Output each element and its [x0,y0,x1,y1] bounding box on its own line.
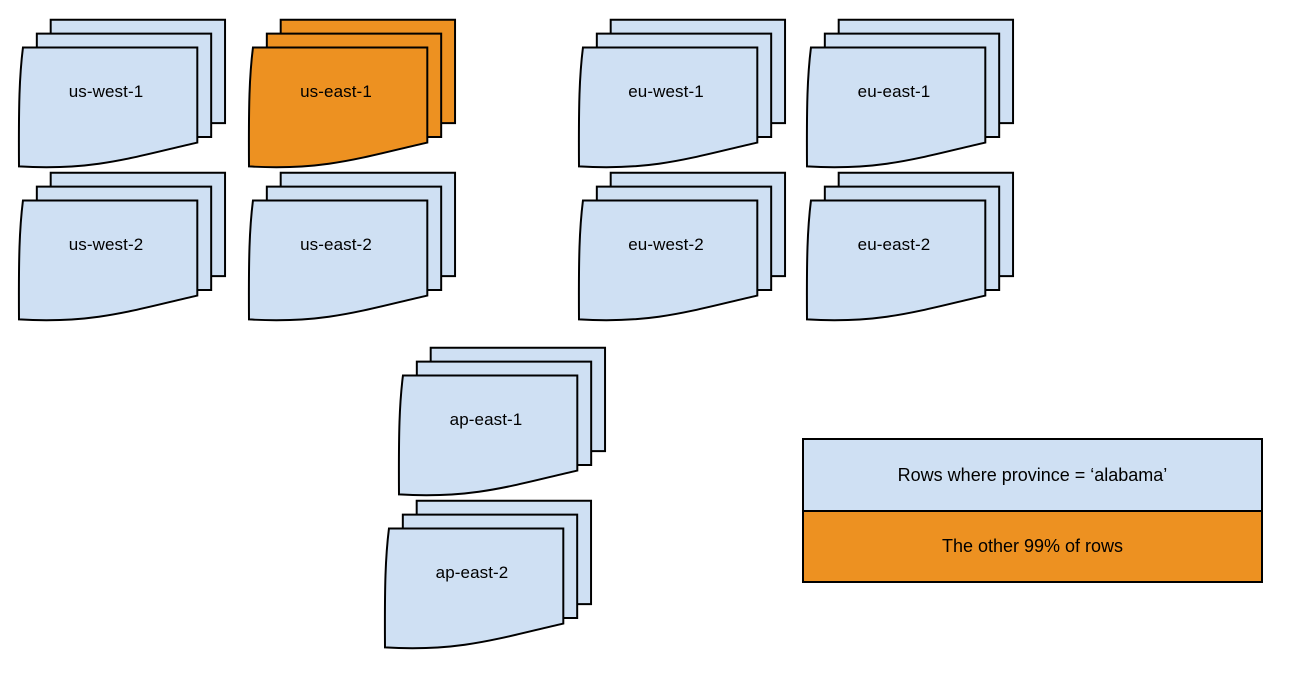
legend-row-label: Rows where province = ‘alabama’ [897,464,1168,485]
region-stack-eu-east-1[interactable]: eu-east-1 [805,17,1015,169]
region-stack-graphic [577,171,787,322]
document-sheet-front [805,46,987,169]
region-stack-eu-west-1[interactable]: eu-west-1 [577,17,787,169]
legend-row-other-rows: The other 99% of rows [804,512,1261,581]
region-stack-us-east-1[interactable]: us-east-1 [247,17,457,169]
document-sheet-front [577,199,759,322]
region-stack-graphic [383,499,593,650]
region-stack-graphic [17,171,227,322]
region-stack-ap-east-2[interactable]: ap-east-2 [383,498,593,650]
region-stack-ap-east-1[interactable]: ap-east-1 [397,345,607,497]
region-stack-us-west-2[interactable]: us-west-2 [17,170,227,322]
region-stack-graphic [805,171,1015,322]
region-stack-us-east-2[interactable]: us-east-2 [247,170,457,322]
legend: Rows where province = ‘alabama’ The other… [802,438,1263,583]
document-sheet-front [805,199,987,322]
document-sheet-front [247,46,429,169]
document-sheet-front [247,199,429,322]
region-stack-graphic [397,346,607,497]
document-sheet-front [577,46,759,169]
region-stack-eu-east-2[interactable]: eu-east-2 [805,170,1015,322]
region-stack-graphic [577,18,787,169]
document-sheet-front [383,527,565,650]
document-sheet-front [17,199,199,322]
document-sheet-front [17,46,199,169]
legend-row-label: The other 99% of rows [941,536,1124,556]
document-sheet-front [397,374,579,497]
region-stack-graphic [247,171,457,322]
region-stack-graphic [17,18,227,169]
region-stack-graphic [805,18,1015,169]
region-stack-us-west-1[interactable]: us-west-1 [17,17,227,169]
region-stack-graphic [247,18,457,169]
region-stack-eu-west-2[interactable]: eu-west-2 [577,170,787,322]
legend-row-matching-rows: Rows where province = ‘alabama’ [804,440,1261,512]
